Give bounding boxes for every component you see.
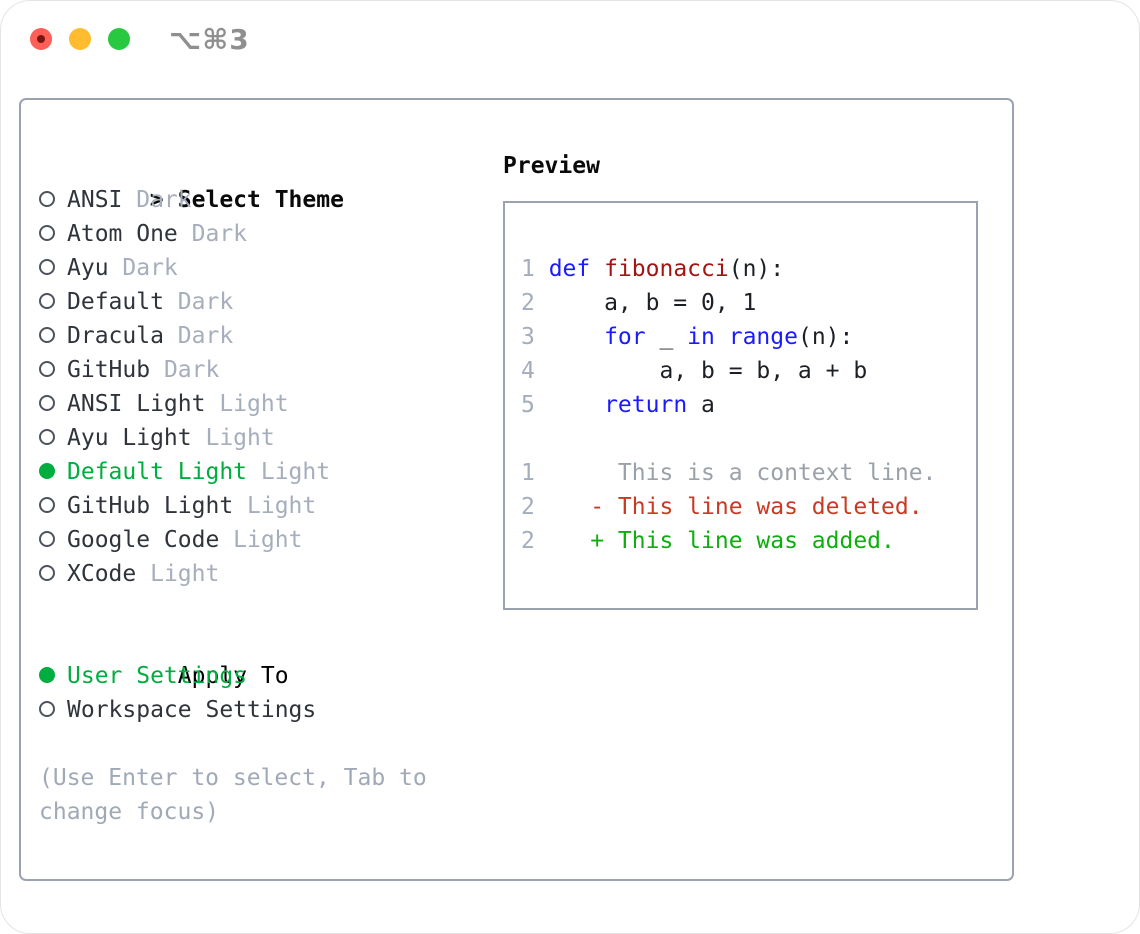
code-line: 2 - This line was deleted. xyxy=(521,490,976,524)
apply-to-header: Apply To xyxy=(39,625,441,689)
radio-unselected-icon xyxy=(39,422,67,456)
theme-name: GitHub Light xyxy=(67,493,234,519)
line-number: 1 xyxy=(521,460,535,486)
theme-variant-tag: Light xyxy=(247,459,331,485)
code-line: 2 a, b = 0, 1 xyxy=(521,286,976,320)
theme-variant-tag: Light xyxy=(233,493,317,519)
theme-variant-tag: Light xyxy=(219,527,303,553)
theme-name: Default Light xyxy=(67,459,248,485)
preview-title: Preview xyxy=(503,153,600,179)
theme-name: Dracula xyxy=(67,323,164,349)
code-line xyxy=(521,422,976,456)
theme-name: GitHub xyxy=(67,357,151,383)
minimize-button[interactable] xyxy=(69,28,91,50)
select-theme-header: > Select Theme xyxy=(39,149,441,213)
line-number: 2 xyxy=(521,290,535,316)
theme-variant-tag: Dark xyxy=(150,357,220,383)
theme-name: ANSI xyxy=(67,187,123,213)
radio-unselected-icon xyxy=(39,354,67,388)
theme-option-ansi[interactable]: ANSI Dark xyxy=(39,183,441,217)
code-line: 2 + This line was added. xyxy=(521,524,976,558)
radio-selected-icon xyxy=(39,660,67,694)
theme-variant-tag: Dark xyxy=(108,255,178,281)
line-number: 2 xyxy=(521,494,535,520)
theme-variant-tag: Light xyxy=(205,391,289,417)
theme-variant-tag: Dark xyxy=(163,289,234,315)
line-number: 3 xyxy=(521,324,535,350)
theme-variant-tag: Dark xyxy=(122,187,192,213)
theme-variant-tag: Dark xyxy=(163,323,234,349)
theme-option-xcode[interactable]: XCode Light xyxy=(39,557,441,591)
apply-option-label: Workspace Settings xyxy=(67,697,317,723)
theme-name: XCode xyxy=(67,561,137,587)
apply-option-workspace-settings[interactable]: Workspace Settings xyxy=(39,693,441,727)
theme-name: ANSI Light xyxy=(67,391,206,417)
code-line: 5 return a xyxy=(521,388,976,422)
theme-option-google-code[interactable]: Google Code Light xyxy=(39,523,441,557)
radio-unselected-icon xyxy=(39,320,67,354)
close-button[interactable] xyxy=(30,28,52,50)
radio-unselected-icon xyxy=(39,252,67,286)
caret-icon: > xyxy=(149,187,164,213)
theme-name: Atom One xyxy=(67,221,178,247)
line-number: 1 xyxy=(521,256,535,282)
zoom-button[interactable] xyxy=(108,28,130,50)
theme-name: Ayu xyxy=(67,255,109,281)
theme-option-ansi-light[interactable]: ANSI Light Light xyxy=(39,387,441,421)
theme-variant-tag: Dark xyxy=(177,221,248,247)
line-number: 2 xyxy=(521,528,535,554)
titlebar: ⌥⌘3 xyxy=(1,1,1139,77)
radio-unselected-icon xyxy=(39,218,67,252)
code-line: 1 This is a context line. xyxy=(521,456,976,490)
radio-unselected-icon xyxy=(39,184,67,218)
theme-name: Google Code xyxy=(67,527,220,553)
apply-to-title: Apply To xyxy=(177,663,289,689)
code-line: 3 for _ in range(n): xyxy=(521,320,976,354)
radio-unselected-icon xyxy=(39,524,67,558)
theme-option-atom-one[interactable]: Atom One Dark xyxy=(39,217,441,251)
theme-variant-tag: Light xyxy=(191,425,275,451)
theme-name: Default xyxy=(67,289,164,315)
spacer xyxy=(39,591,441,625)
theme-option-default[interactable]: Default Dark xyxy=(39,285,441,319)
theme-option-ayu[interactable]: Ayu Dark xyxy=(39,251,441,285)
theme-option-github-light[interactable]: GitHub Light Light xyxy=(39,489,441,523)
apply-option-user-settings[interactable]: User Settings xyxy=(39,659,441,693)
radio-unselected-icon xyxy=(39,490,67,524)
help-text: (Use Enter to select, Tab to change focu… xyxy=(39,765,427,825)
radio-unselected-icon xyxy=(39,286,67,320)
theme-name: Ayu Light xyxy=(67,425,192,451)
theme-option-dracula[interactable]: Dracula Dark xyxy=(39,319,441,353)
theme-option-default-light[interactable]: Default Light Light xyxy=(39,455,441,489)
select-theme-title: Select Theme xyxy=(177,187,344,213)
radio-selected-icon xyxy=(39,456,67,490)
apply-option-label: User Settings xyxy=(67,663,248,689)
theme-option-github[interactable]: GitHub Dark xyxy=(39,353,441,387)
radio-unselected-icon xyxy=(39,558,67,592)
radio-unselected-icon xyxy=(39,694,67,728)
theme-variant-tag: Light xyxy=(136,561,220,587)
window-shortcut-label: ⌥⌘3 xyxy=(169,23,250,56)
radio-unselected-icon xyxy=(39,388,67,422)
code-line: 4 a, b = b, a + b xyxy=(521,354,976,388)
line-number: 5 xyxy=(521,392,535,418)
line-number: 4 xyxy=(521,358,535,384)
theme-option-ayu-light[interactable]: Ayu Light Light xyxy=(39,421,441,455)
